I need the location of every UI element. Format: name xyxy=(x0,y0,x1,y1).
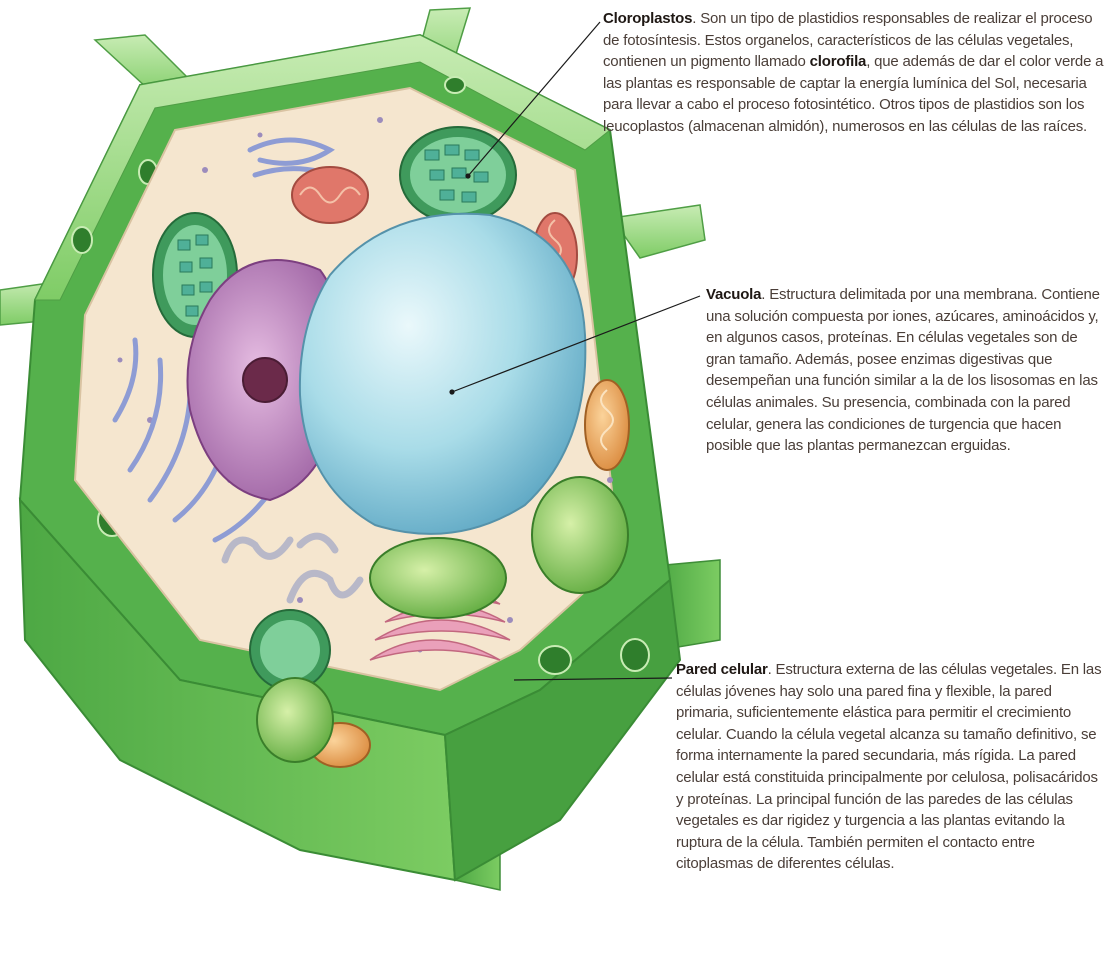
annotation-term: Pared celular xyxy=(676,661,768,678)
annotation-vacuola: Vacuola. Estructura delimitada por una m… xyxy=(706,284,1108,457)
annotation-emphasis: clorofila xyxy=(810,53,867,70)
annotation-cloroplastos: Cloroplastos. Son un tipo de plastidios … xyxy=(603,8,1108,138)
annotation-term: Cloroplastos xyxy=(603,10,692,27)
annotation-term: Vacuola xyxy=(706,286,761,303)
annotation-text: . Estructura externa de las células vege… xyxy=(676,661,1101,872)
annotation-pared-celular: Pared celular. Estructura externa de las… xyxy=(676,659,1108,875)
vacuole xyxy=(300,214,585,534)
annotation-text: . Estructura delimitada por una membrana… xyxy=(706,286,1100,454)
